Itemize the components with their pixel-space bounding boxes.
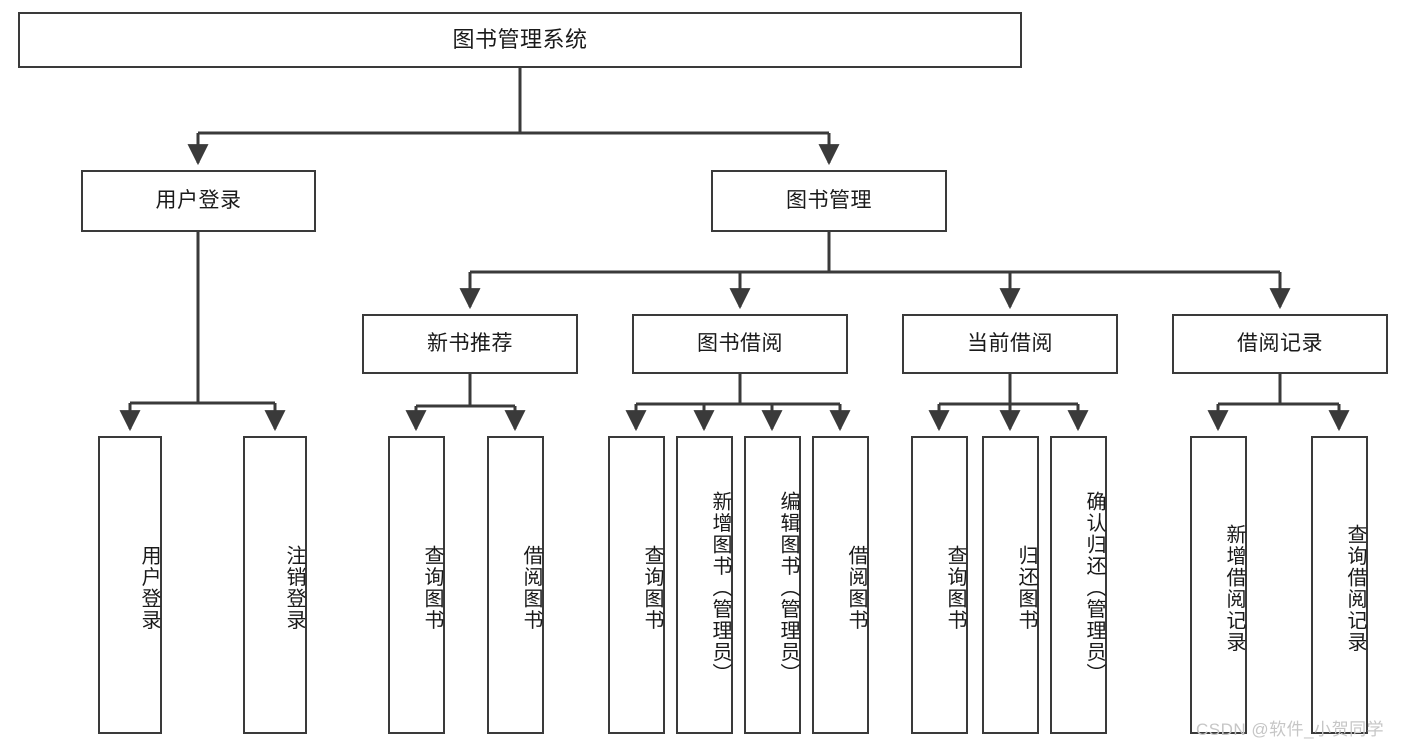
node-borrow-record[interactable]: 借阅记录 — [1172, 314, 1388, 374]
leaf-query-book-current[interactable]: 查询图书 — [911, 436, 968, 734]
leaf-label: 新增借阅记录 — [1223, 523, 1245, 653]
leaf-borrow-book-recommend[interactable]: 借阅图书 — [487, 436, 544, 734]
leaf-label: 编辑图书（管理员） — [777, 491, 799, 685]
node-book-borrow[interactable]: 图书借阅 — [632, 314, 848, 374]
leaf-add-borrow-record[interactable]: 新增借阅记录 — [1190, 436, 1247, 734]
leaf-label: 新增图书（管理员） — [709, 491, 731, 685]
csdn-watermark: CSDN @软件_小贺同学 — [1196, 720, 1385, 739]
node-current-borrow[interactable]: 当前借阅 — [902, 314, 1118, 374]
leaf-label: 查询借阅记录 — [1344, 523, 1366, 653]
leaf-label: 注销登录 — [283, 545, 305, 631]
leaf-label: 查询图书 — [421, 545, 443, 631]
leaf-label: 用户登录 — [138, 545, 160, 631]
leaf-confirm-return-admin[interactable]: 确认归还（管理员） — [1050, 436, 1107, 734]
leaf-query-book-recommend[interactable]: 查询图书 — [388, 436, 445, 734]
leaf-add-book-admin[interactable]: 新增图书（管理员） — [676, 436, 733, 734]
leaf-edit-book-admin[interactable]: 编辑图书（管理员） — [744, 436, 801, 734]
node-user-login[interactable]: 用户登录 — [81, 170, 316, 232]
leaf-borrow-book[interactable]: 借阅图书 — [812, 436, 869, 734]
leaf-label: 查询图书 — [641, 545, 663, 631]
node-book-management[interactable]: 图书管理 — [711, 170, 947, 232]
leaf-label: 借阅图书 — [520, 545, 542, 631]
leaf-label: 借阅图书 — [845, 545, 867, 631]
node-new-book-recommend[interactable]: 新书推荐 — [362, 314, 578, 374]
leaf-query-book-borrow[interactable]: 查询图书 — [608, 436, 665, 734]
leaf-label: 归还图书 — [1015, 545, 1037, 631]
leaf-query-borrow-record[interactable]: 查询借阅记录 — [1311, 436, 1368, 734]
leaf-label: 确认归还（管理员） — [1083, 491, 1105, 685]
leaf-user-login[interactable]: 用户登录 — [98, 436, 162, 734]
node-root-system[interactable]: 图书管理系统 — [18, 12, 1022, 68]
leaf-label: 查询图书 — [944, 545, 966, 631]
leaf-return-book[interactable]: 归还图书 — [982, 436, 1039, 734]
leaf-logout[interactable]: 注销登录 — [243, 436, 307, 734]
